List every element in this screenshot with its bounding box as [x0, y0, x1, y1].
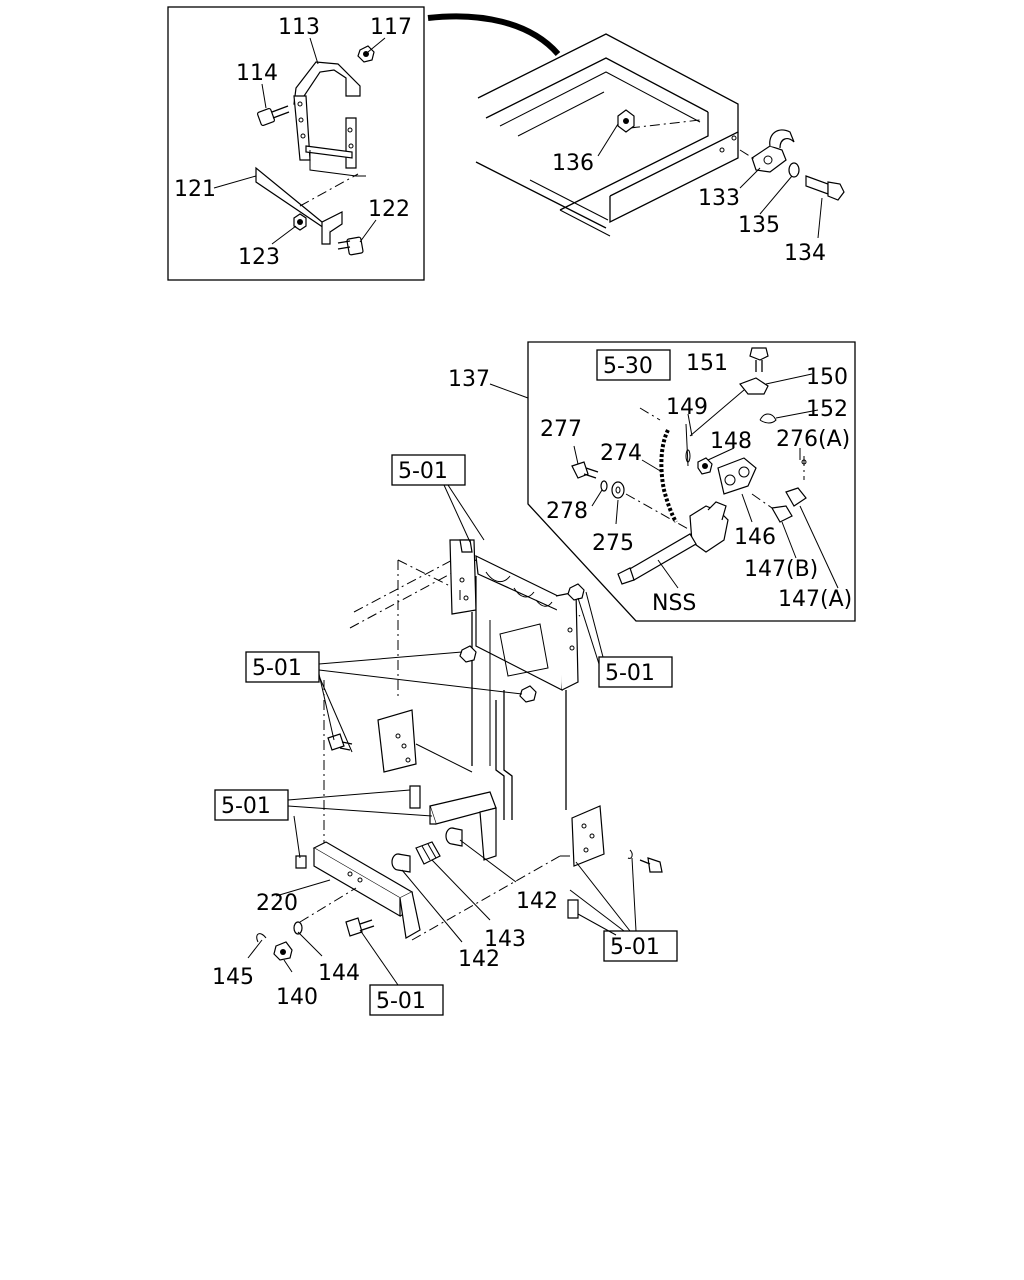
svg-text:5-01: 5-01: [221, 794, 271, 819]
nut-123: [293, 213, 307, 231]
callout-137: 137: [448, 367, 490, 392]
callout-nss: NSS: [652, 591, 696, 616]
callout-136: 136: [552, 151, 594, 176]
ref-5-01-bottom[interactable]: 5-01: [369, 984, 444, 1016]
callout-145: 145: [212, 965, 254, 990]
bolt-114: [256, 105, 290, 127]
inset-137: 137 5-30: [448, 341, 856, 622]
bolt-151: [749, 347, 769, 372]
callout-123: 123: [238, 245, 280, 270]
inset-top-left: 113 117 114 121 122 123: [167, 6, 561, 281]
callout-133: 133: [698, 186, 740, 211]
svg-text:5-01: 5-01: [605, 661, 655, 686]
callout-151: 151: [686, 351, 728, 376]
plate-121: [255, 166, 359, 245]
callout-276a: 276(A): [776, 427, 850, 452]
callout-146: 146: [734, 525, 776, 550]
frame-rail-top: [475, 33, 739, 237]
callout-122: 122: [368, 197, 410, 222]
actuator-nss: [617, 501, 729, 585]
callout-275: 275: [592, 531, 634, 556]
callout-117: 117: [370, 15, 412, 40]
callout-147b: 147(B): [744, 557, 818, 582]
callout-114: 114: [236, 61, 278, 86]
bushing-142b: [445, 827, 463, 847]
svg-text:5-01: 5-01: [252, 656, 302, 681]
crossmember-220: [312, 841, 421, 939]
callout-142a: 142: [458, 947, 500, 972]
washer-144: [293, 921, 303, 935]
callout-152: 152: [806, 397, 848, 422]
main-assembly: 220 142 143 142 145 144 140: [212, 539, 663, 1010]
callout-142b: 142: [516, 889, 558, 914]
callout-135: 135: [738, 213, 780, 238]
callout-147a: 147(A): [778, 587, 852, 612]
callout-121: 121: [174, 177, 216, 202]
ref-5-01-mid[interactable]: 5-01: [214, 789, 433, 821]
bracket-113: [293, 61, 366, 177]
hook-133: [739, 129, 795, 173]
nut-136: [617, 109, 635, 133]
callout-148: 148: [710, 429, 752, 454]
svg-text:5-01: 5-01: [376, 989, 426, 1014]
svg-text:5-01: 5-01: [398, 459, 448, 484]
callout-140: 140: [276, 985, 318, 1010]
callout-143: 143: [484, 927, 526, 952]
ref-5-01-left[interactable]: 5-01: [245, 651, 523, 753]
ref-5-01-bottom-right[interactable]: 5-01: [569, 857, 678, 962]
ref-5-30[interactable]: 5-30: [603, 354, 653, 379]
spring-143: [415, 841, 441, 865]
bolt-134: [805, 175, 845, 201]
ref-5-01-right[interactable]: 5-01: [577, 591, 673, 688]
callout-144: 144: [318, 961, 360, 986]
ref-5-01-top[interactable]: 5-01: [391, 454, 485, 543]
svg-text:5-01: 5-01: [610, 935, 660, 960]
callout-274: 274: [600, 441, 642, 466]
bushing-142a: [391, 853, 411, 873]
callout-277: 277: [540, 417, 582, 442]
callout-150: 150: [806, 365, 848, 390]
ref-box-5-30[interactable]: [596, 349, 671, 381]
washer-135: [788, 162, 800, 178]
callout-149: 149: [666, 395, 708, 420]
callout-220: 220: [256, 891, 298, 916]
bolt-122: [337, 236, 364, 256]
callout-134: 134: [784, 241, 826, 266]
callout-278: 278: [546, 499, 588, 524]
callout-113: 113: [278, 15, 320, 40]
